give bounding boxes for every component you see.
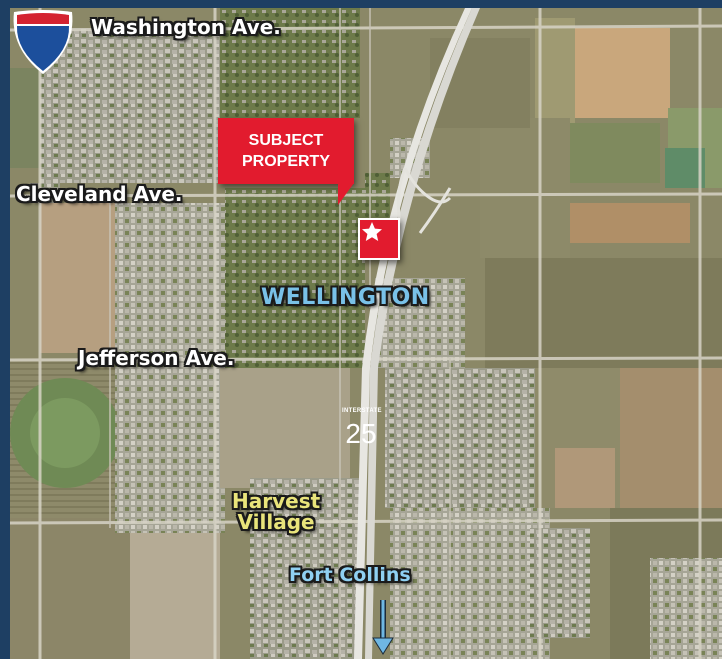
subject-property-marker[interactable]	[358, 218, 400, 260]
interstate-shield-icon[interactable]	[10, 8, 76, 76]
town-label-wellington: WELLINGTON	[261, 285, 430, 310]
interstate-number: 25	[345, 418, 377, 449]
aerial-imagery	[10, 8, 722, 659]
street-label-jefferson-ave: Jefferson Ave.	[78, 346, 235, 370]
arrow-down-icon	[372, 600, 394, 655]
direction-label-fort-collins: Fort Collins	[289, 564, 411, 586]
subject-property-callout[interactable]: SUBJECT PROPERTY	[218, 118, 354, 184]
interstate-banner-text: INTERSTATE	[342, 408, 382, 414]
callout-pointer	[338, 183, 354, 205]
street-label-cleveland-ave: Cleveland Ave.	[16, 182, 183, 206]
neighborhood-label-line2: Village	[237, 510, 315, 534]
subject-property-label-line1: SUBJECT	[248, 132, 324, 149]
aerial-map[interactable]: Washington Ave. Cleveland Ave. Jefferson…	[10, 8, 722, 659]
neighborhood-label-line1: Harvest	[232, 489, 321, 513]
star-icon	[362, 222, 382, 241]
subject-property-label-line2: PROPERTY	[241, 153, 330, 170]
street-label-washington-ave: Washington Ave.	[91, 15, 281, 39]
neighborhood-label-harvest-village: Harvest Village	[232, 491, 320, 533]
